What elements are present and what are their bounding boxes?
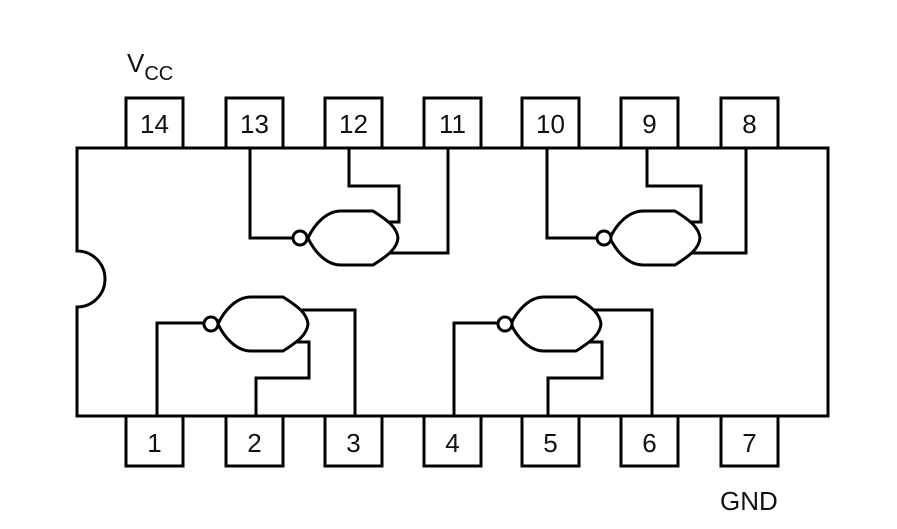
nor-gate-body [306,209,400,267]
nor-gate-top-right [545,148,748,267]
pin-label-10: 10 [536,109,565,139]
pin-label-4: 4 [445,428,459,458]
vcc-label-sub: CC [144,63,173,85]
vcc-label: VCC [127,48,173,85]
nor-gate-body [608,209,702,267]
wire-pin-4 [452,321,499,416]
nor-bubble [202,315,220,333]
pin-5: 5 [520,414,581,468]
pin-10: 10 [520,96,581,150]
wire-pin-8 [688,148,748,255]
nor-bubble [496,315,514,333]
nor-bubble [291,229,309,247]
pin-2: 2 [224,414,285,468]
pin-label-14: 14 [140,109,169,139]
pin-8: 8 [719,96,780,150]
pin-12: 12 [323,96,384,150]
gnd-label: GND [720,486,778,516]
wire-pin-6 [587,308,654,416]
pin-label-7: 7 [742,428,756,458]
wire-pin-1 [155,321,205,416]
top-pins: 14 13 12 11 10 9 8 [124,96,780,150]
wire-pin-5 [546,340,604,416]
wire-pin-12 [347,148,401,224]
pin-label-8: 8 [742,109,756,139]
pin-3: 3 [323,414,384,468]
pin-label-12: 12 [339,109,368,139]
pin-4: 4 [422,414,483,468]
pin-label-2: 2 [247,428,261,458]
wire-pin-13 [248,148,292,240]
pin-label-9: 9 [642,109,656,139]
wire-pin-3 [294,308,357,416]
pin-label-1: 1 [147,428,161,458]
nor-gate-bottom-left [155,295,357,416]
pin-label-3: 3 [346,428,360,458]
pin-label-6: 6 [642,428,656,458]
wire-pin-11 [386,148,450,255]
bottom-pins: 1 2 3 4 5 6 7 [124,414,780,468]
nor-gate-body [509,295,603,353]
pin-9: 9 [619,96,680,150]
wire-pin-9 [645,148,703,224]
wire-pin-10 [545,148,597,240]
pin-label-13: 13 [240,109,269,139]
pin-14: 14 [124,96,185,150]
pin-6: 6 [619,414,680,468]
pin-7: 7 [719,414,780,468]
vcc-label-main: V [127,48,145,78]
nor-gate-body [216,295,310,353]
nor-gate-bottom-right [452,295,654,416]
pin-1: 1 [124,414,185,468]
ic-body [75,146,830,418]
nor-bubble [595,229,613,247]
nor-gate-top-left [248,148,450,267]
pin-13: 13 [224,96,285,150]
pin-label-5: 5 [543,428,557,458]
pin-11: 11 [422,96,483,150]
pin-label-11: 11 [439,109,466,139]
wire-pin-2 [254,340,311,416]
